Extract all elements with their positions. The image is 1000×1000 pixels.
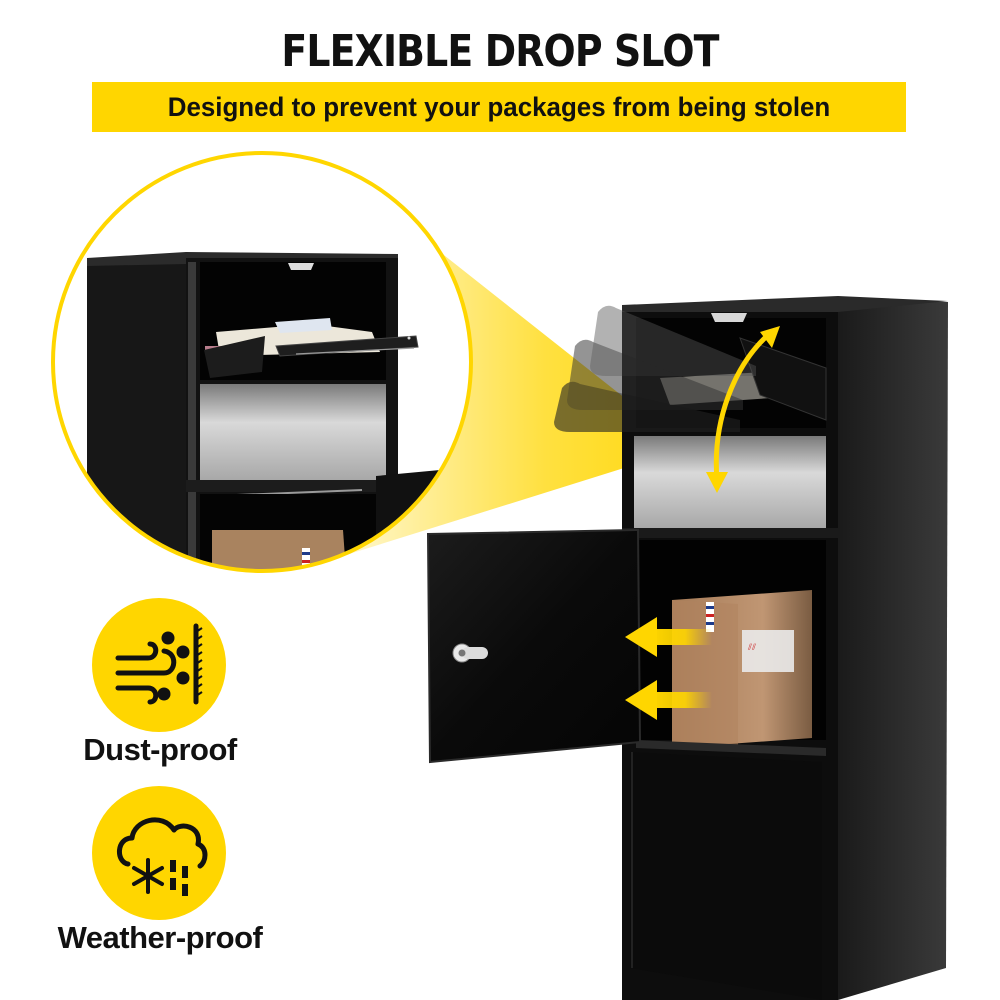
magnifier-detail [51, 151, 473, 573]
weather-proof-label: Weather-proof [57, 920, 263, 955]
subtitle-banner [92, 82, 906, 132]
door-lock-icon [452, 643, 488, 663]
retrieve-arrow-lower [625, 680, 712, 720]
lower-door [630, 752, 822, 1000]
swing-arrow-icon [706, 326, 780, 493]
parcel-box: ⫽⫽ [672, 590, 812, 752]
silver-drop-panel [634, 436, 826, 528]
mailbox-side-panel [838, 298, 948, 1000]
weather-proof-icon [117, 817, 208, 896]
open-door [426, 528, 642, 764]
dust-proof-badge [92, 598, 226, 732]
rain-drops-icon [170, 860, 188, 896]
dust-proof-label: Dust-proof [83, 732, 237, 767]
svg-text:⫽⫽: ⫽⫽ [747, 643, 756, 653]
weather-proof-badge [92, 786, 226, 920]
ghost-flap-positions [554, 305, 756, 432]
page-title: FLEXIBLE DROP SLOT [281, 26, 719, 77]
slot-handle [711, 313, 747, 322]
dust-proof-icon [115, 623, 203, 705]
snowflake-icon [132, 858, 164, 894]
subtitle-text: Designed to prevent your packages from b… [167, 92, 831, 122]
retrieve-arrow-upper [625, 617, 712, 657]
mailbox: ⫽⫽ [554, 296, 948, 1000]
